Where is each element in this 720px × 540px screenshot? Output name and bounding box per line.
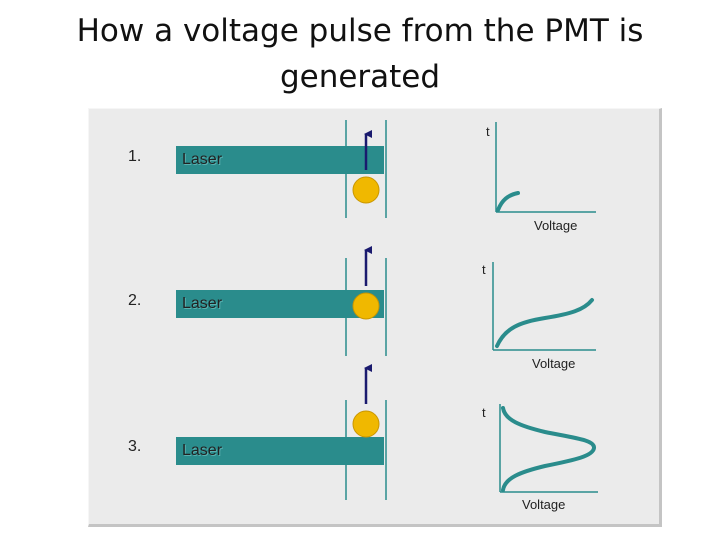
step-1-voltage-axis-label: Voltage [534, 218, 578, 233]
step-3-laser-beam: Laser [176, 437, 384, 465]
step-3-plot-axes [499, 404, 598, 493]
step-3-laser-label: Laser [182, 442, 223, 459]
step-2-laser-label: Laser [182, 295, 223, 312]
step-3-particle-icon [352, 410, 380, 438]
step-3-voltage-curve [501, 406, 596, 492]
page-title: How a voltage pulse from the PMT is gene… [0, 8, 720, 100]
step-1-number: 1. [128, 148, 142, 165]
step-1-laser-label: Laser [182, 151, 223, 168]
step-3-voltage-axis-label: Voltage [522, 497, 566, 512]
step-1-particle-icon [352, 176, 380, 204]
title-line-2: generated [279, 59, 441, 95]
step-2-voltage-curve [495, 298, 594, 348]
step-1-t-axis-label: t [486, 124, 490, 139]
step-2-t-axis-label: t [482, 262, 486, 277]
step-1-flow-channel [345, 120, 387, 218]
step-3-number: 3. [128, 438, 142, 455]
title-line-1: How a voltage pulse from the PMT is [76, 13, 644, 49]
step-2-voltage-axis-label: Voltage [532, 356, 576, 371]
step-2-plot-axes [492, 262, 596, 351]
step-2-laser-beam: Laser [176, 290, 384, 318]
step-3-t-axis-label: t [482, 405, 486, 420]
step-1-plot-axes [495, 122, 596, 213]
step-2-number: 2. [128, 292, 142, 309]
step-1-voltage-curve [496, 191, 520, 212]
step-2-particle-icon [352, 292, 380, 320]
step-3-flow-channel [345, 400, 387, 500]
step-1-laser-beam: Laser [176, 146, 384, 174]
step-2-flow-channel [345, 258, 387, 356]
